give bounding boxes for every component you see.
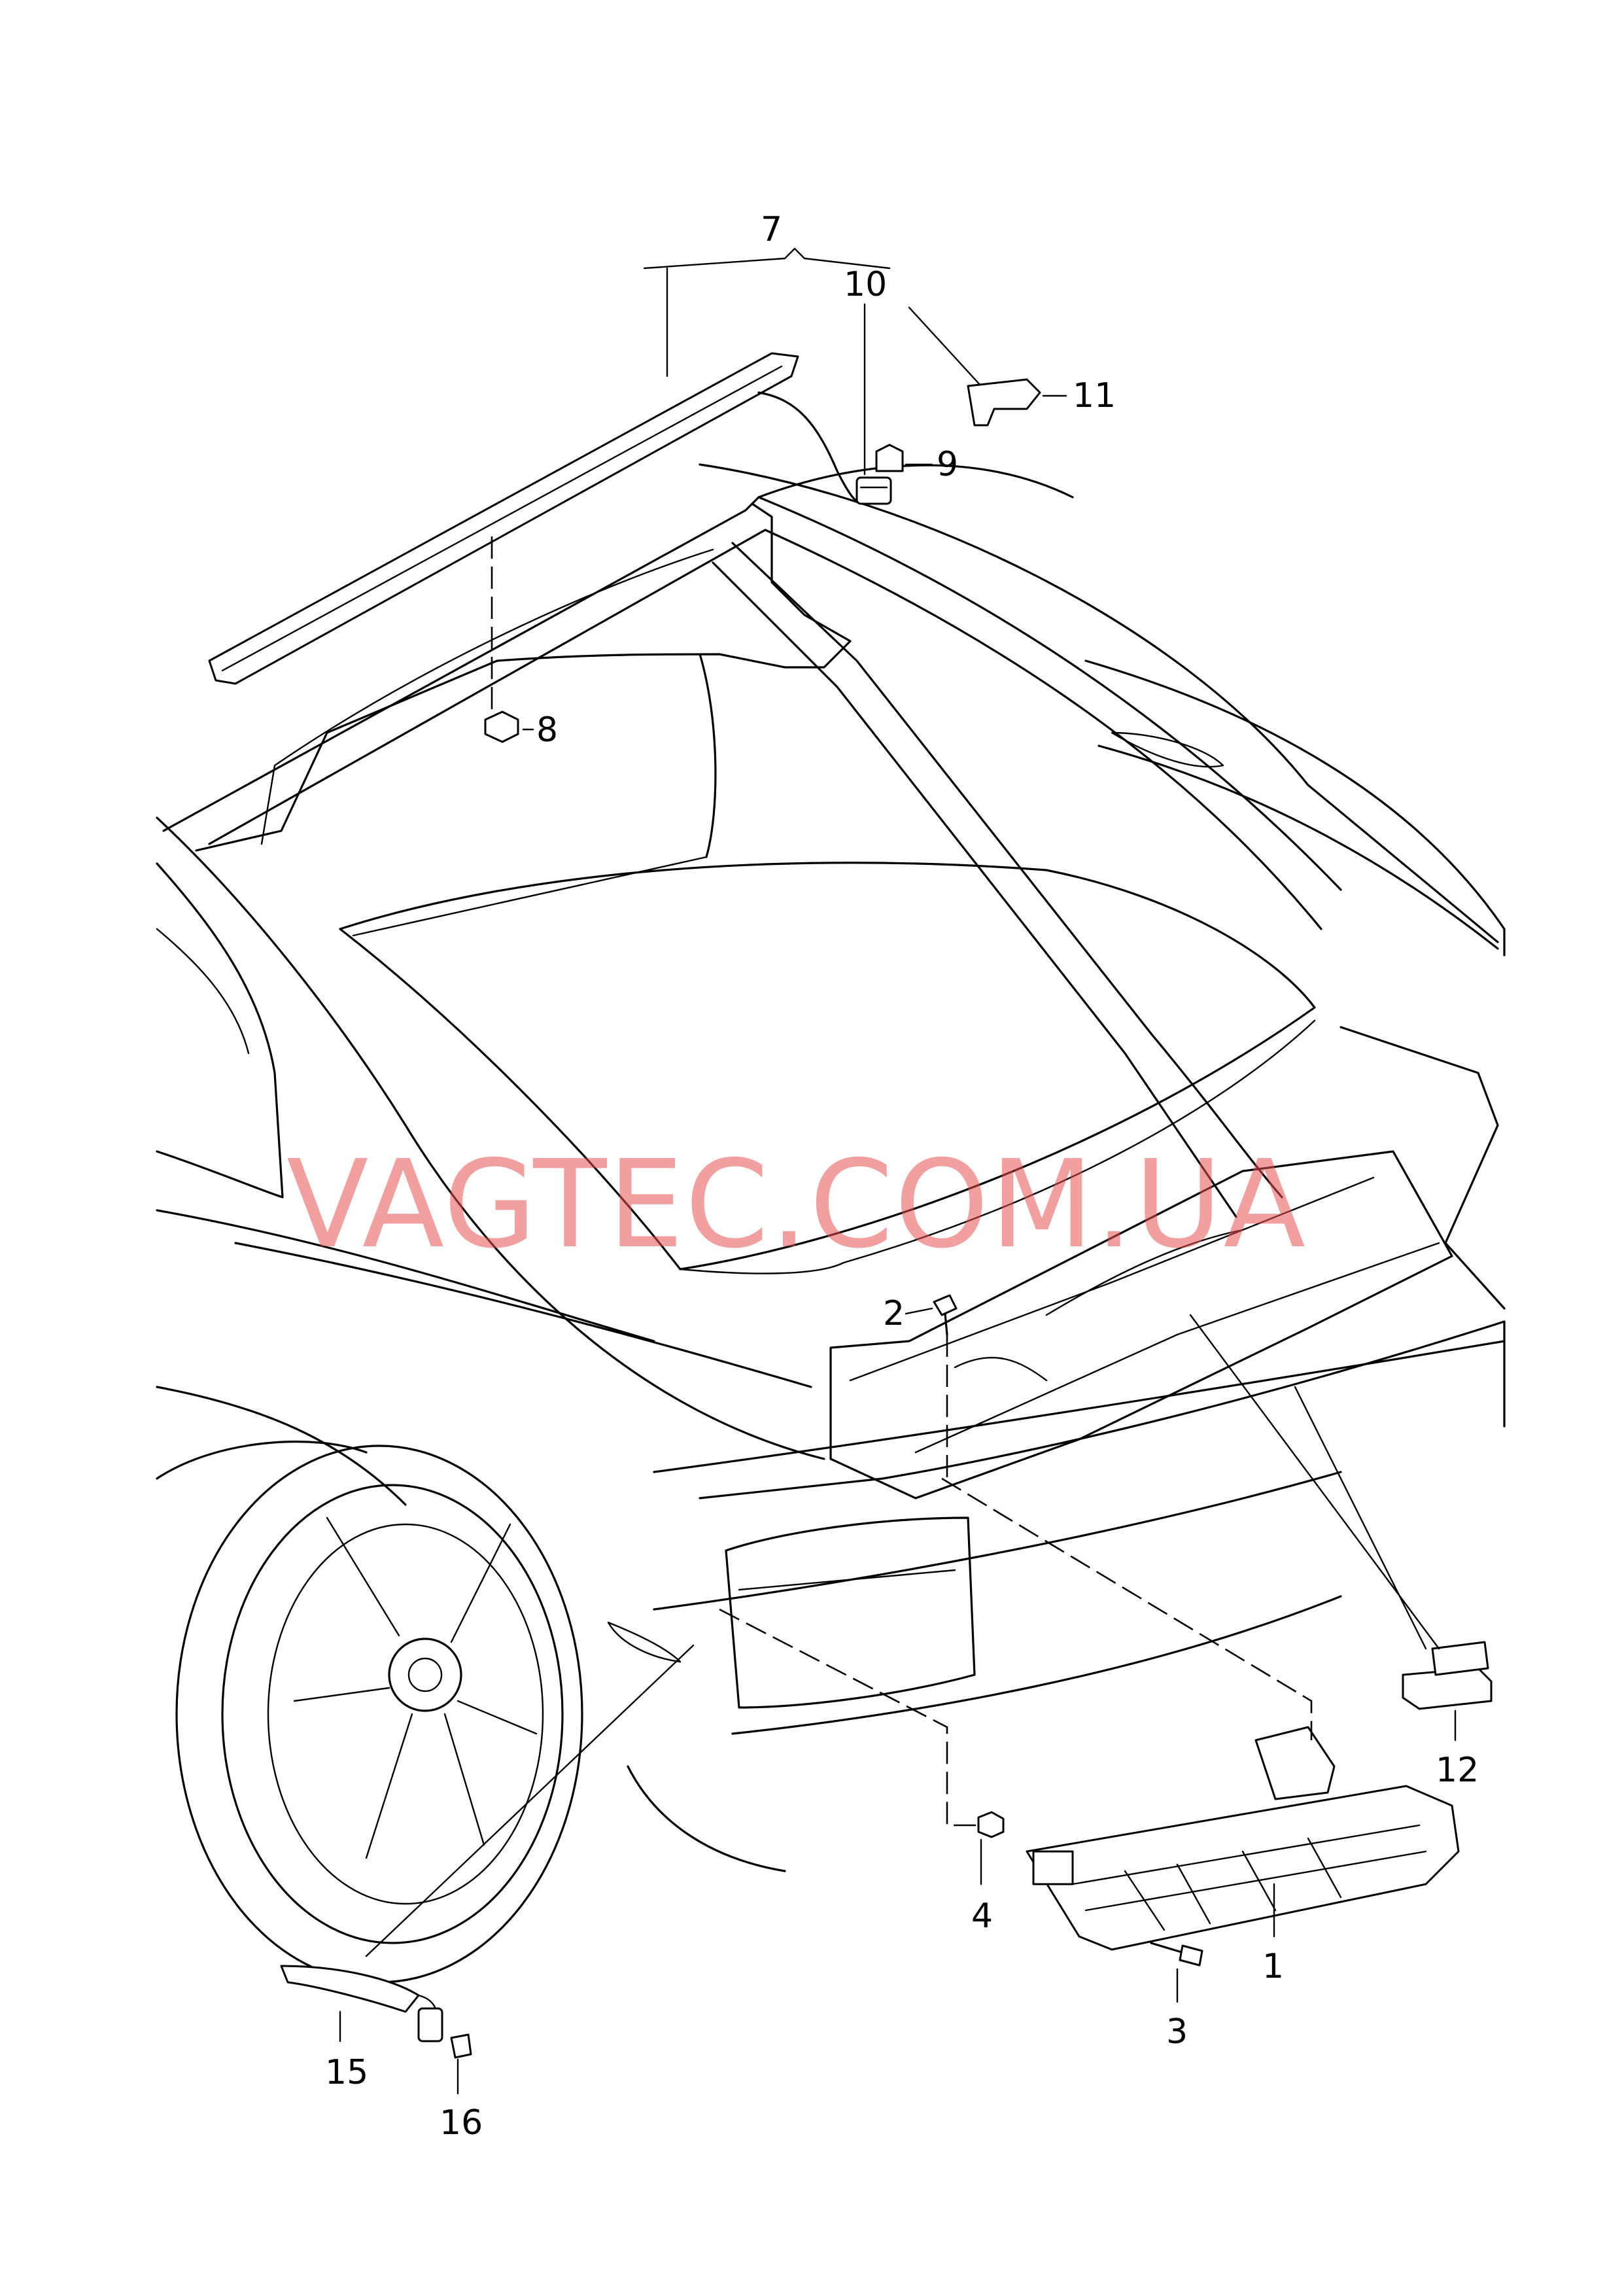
actuator-part-11 [908,306,1041,427]
clip-part-9 [875,444,904,472]
bolt-part-2 [933,1294,958,1336]
leader-lines [339,247,1457,2095]
car-body-outline [156,463,1506,1984]
watermark-text: VAGTEC.COM.UA [286,1134,1307,1275]
callout-15: 15 [325,2053,368,2092]
side-marker-part-15 [280,1965,437,2016]
callout-9: 9 [937,445,958,484]
callout-8: 8 [536,710,558,750]
license-light-part-12 [1402,1641,1493,1710]
callout-3: 3 [1166,2012,1188,2052]
nut-part-8 [484,710,519,743]
rear-spoiler-part [208,352,865,685]
callout-labels: 7 10 11 9 8 2 12 4 1 3 15 16 [325,210,1479,2143]
nut-part-4 [977,1811,1005,1838]
callout-16: 16 [440,2103,483,2143]
tail-light-part-1 [1026,1726,1460,1951]
callout-12: 12 [1436,1751,1479,1790]
bulb-holder-part-16 [417,2007,472,2059]
connector-part-10 [855,476,892,505]
callout-4: 4 [971,1897,993,1936]
callout-10: 10 [844,265,887,304]
callout-2: 2 [883,1294,905,1333]
screw-part-3 [1150,1942,1203,1967]
callout-7: 7 [761,210,782,249]
callout-1: 1 [1262,1947,1284,1986]
assembly-lines [491,536,1313,1827]
callout-11: 11 [1073,376,1116,415]
